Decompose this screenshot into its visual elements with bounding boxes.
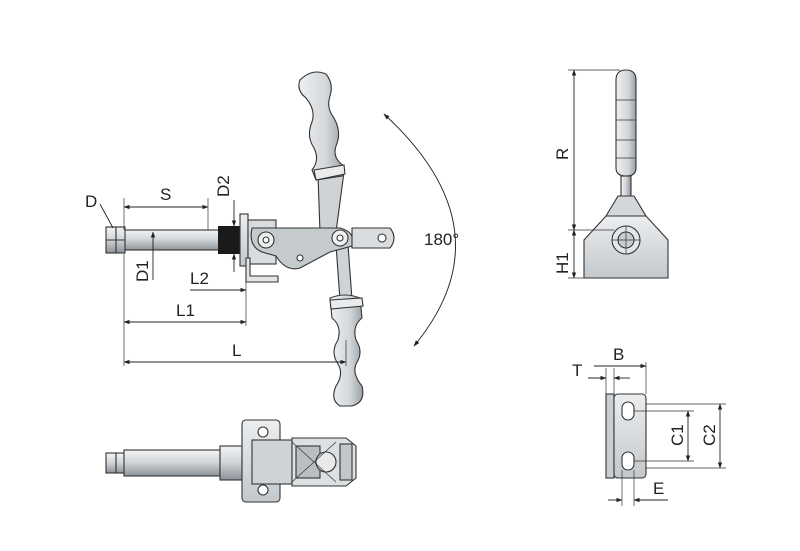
plate-view-dimensions: T B C1 C2 E — [572, 345, 726, 506]
label-D1: D1 — [133, 260, 152, 282]
side-view — [105, 71, 395, 407]
label-L1: L1 — [176, 301, 195, 320]
label-H1: H1 — [553, 252, 572, 274]
slot-lower — [621, 451, 635, 471]
label-L2: L2 — [190, 269, 209, 288]
upper-handle — [298, 71, 346, 233]
label-S: S — [160, 185, 171, 204]
rear-tab — [351, 227, 395, 249]
top-view — [105, 419, 357, 503]
label-C1: C1 — [668, 424, 687, 446]
plate-view — [605, 393, 647, 479]
label-C2: C2 — [700, 424, 719, 446]
label-D: D — [85, 192, 97, 211]
link-arm — [250, 227, 354, 270]
slot-upper — [621, 401, 635, 421]
hex-nut — [105, 226, 126, 254]
label-D2: D2 — [214, 175, 233, 197]
front-view — [583, 69, 669, 279]
lower-handle — [329, 244, 364, 407]
label-B: B — [613, 345, 624, 364]
label-R: R — [553, 148, 572, 160]
top-view-rod — [123, 449, 221, 477]
label-L: L — [232, 341, 241, 360]
label-T: T — [572, 361, 582, 380]
label-angle: 180° — [424, 230, 459, 249]
front-view-dimensions: R H1 — [553, 69, 620, 279]
side-view-dimensions: D S D2 D1 L2 L1 L 180° — [85, 113, 459, 366]
black-ring — [218, 226, 240, 254]
label-E: E — [653, 479, 664, 498]
plunger-rod — [123, 229, 221, 251]
